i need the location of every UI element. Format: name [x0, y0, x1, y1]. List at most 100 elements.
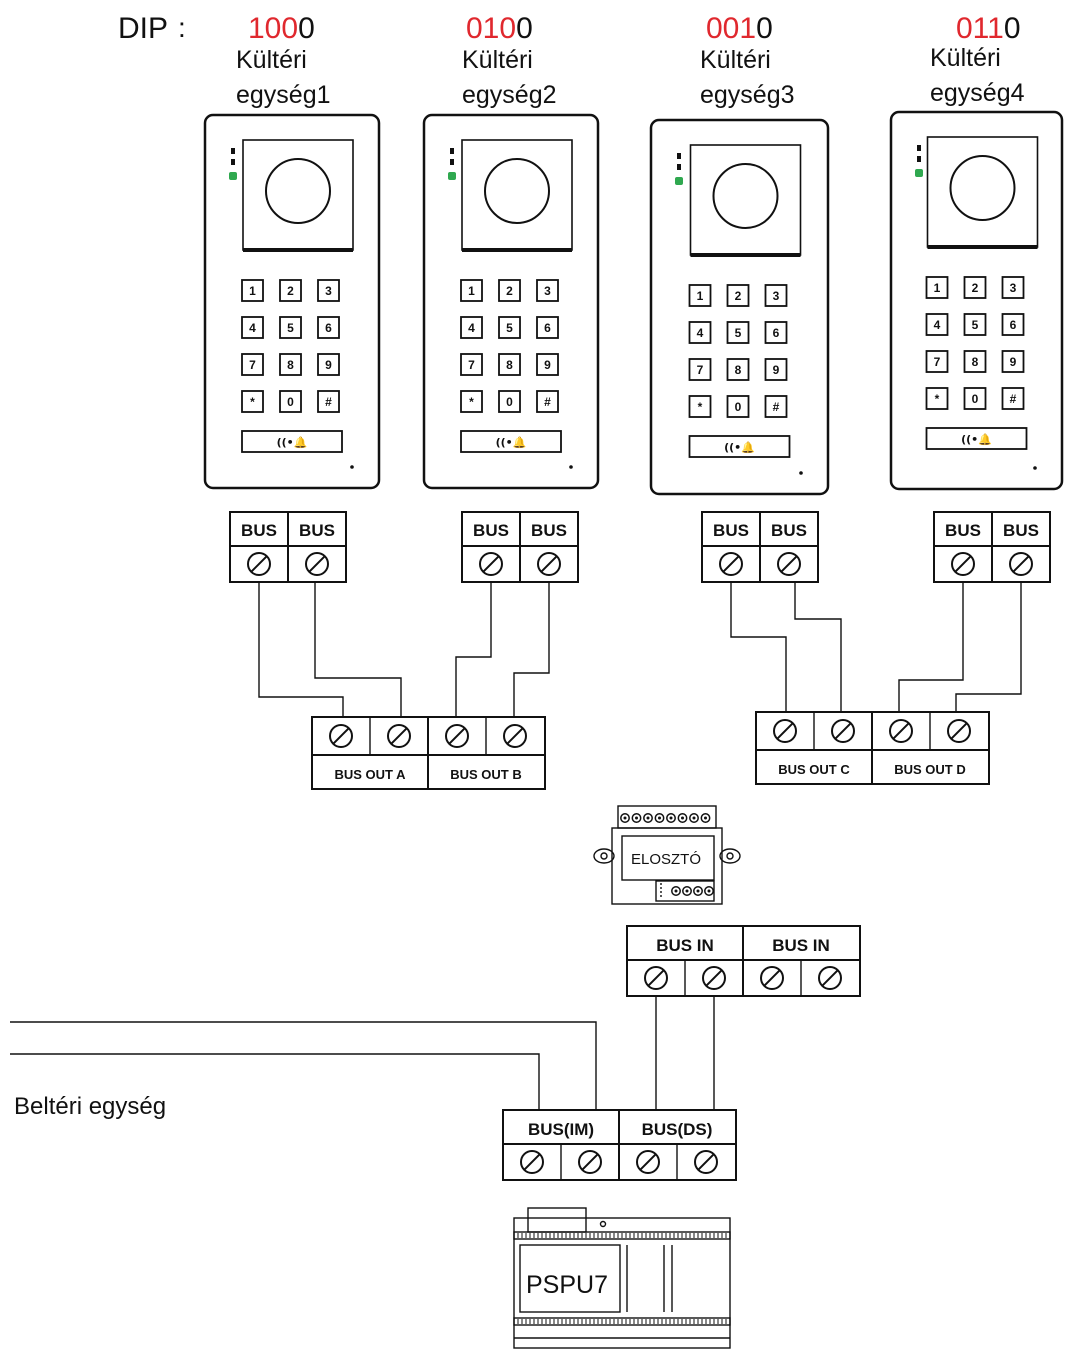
- microphone-icon: [350, 465, 354, 469]
- keypad-key-0: 0: [726, 395, 750, 418]
- screw-terminal-icon: [889, 719, 913, 743]
- keypad-key-9: 9: [764, 358, 788, 381]
- screw-terminal-icon: [644, 966, 668, 990]
- screw-terminal-icon: [387, 724, 411, 748]
- indicator-icon: [677, 153, 681, 159]
- keypad-key-2: 2: [963, 276, 987, 299]
- svg-text:#: #: [1010, 392, 1017, 406]
- screw-terminal-icon: [818, 966, 842, 990]
- keypad-key-#: #: [1001, 387, 1025, 410]
- keypad-key-*: *: [241, 390, 264, 413]
- keypad-key-0: 0: [498, 390, 521, 413]
- keypad-key-#: #: [317, 390, 340, 413]
- screw-terminal-icon: [951, 552, 975, 576]
- svg-text:9: 9: [544, 358, 551, 372]
- bus-ds-label: BUS(DS): [642, 1120, 713, 1139]
- screw-terminal-icon: [537, 552, 561, 576]
- svg-text:0: 0: [735, 400, 742, 414]
- keypad-key-7: 7: [241, 353, 264, 376]
- keypad-key-6: 6: [536, 316, 559, 339]
- keypad-key-4: 4: [925, 313, 949, 336]
- keypad-key-3: 3: [764, 284, 788, 307]
- keypad-key-4: 4: [688, 321, 712, 344]
- dip-code-unit2: 0100: [466, 12, 533, 45]
- svg-text:0: 0: [972, 392, 979, 406]
- svg-text:4: 4: [697, 326, 704, 340]
- keypad-key-4: 4: [241, 316, 264, 339]
- svg-text:3: 3: [325, 284, 332, 298]
- call-button: ((•🔔: [925, 427, 1028, 450]
- led-unlock-icon: [915, 169, 923, 177]
- svg-text:4: 4: [934, 318, 941, 332]
- camera-lens-icon: [265, 158, 331, 224]
- unit1-label-line1: Kültéri: [236, 46, 307, 74]
- bus-out-c-label: BUS OUT C: [778, 762, 850, 777]
- svg-text:3: 3: [544, 284, 551, 298]
- svg-text:1: 1: [934, 281, 941, 295]
- indicator-icon: [917, 145, 921, 151]
- keypad-key-6: 6: [1001, 313, 1025, 336]
- bus-terminal-label: BUS: [531, 521, 567, 540]
- wire-indoor-a: [10, 1021, 597, 1110]
- svg-text:0: 0: [287, 395, 294, 409]
- bus-in-block: BUS IN BUS IN: [626, 925, 861, 997]
- keypad-key-1: 1: [460, 279, 483, 302]
- indicator-icon: [917, 156, 921, 162]
- bus-out-a-label: BUS OUT A: [334, 767, 406, 782]
- keypad-key-4: 4: [460, 316, 483, 339]
- svg-text:7: 7: [249, 358, 256, 372]
- screw-terminal-icon: [520, 1150, 544, 1174]
- svg-text:9: 9: [325, 358, 332, 372]
- keypad-key-7: 7: [925, 350, 949, 373]
- unit2-header: 0100 Kültéri egység2: [462, 12, 557, 109]
- indicator-icon: [231, 148, 235, 154]
- svg-text:0: 0: [506, 395, 513, 409]
- keypad-key-#: #: [764, 395, 788, 418]
- distributor-label: ELOSZTÓ: [631, 851, 701, 868]
- svg-text:*: *: [698, 400, 703, 414]
- svg-text:1: 1: [249, 284, 256, 298]
- indicator-icon: [231, 159, 235, 165]
- screw-terminal-icon: [636, 1150, 660, 1174]
- screw-terminal-icon: [773, 719, 797, 743]
- screw-terminal-icon: [947, 719, 971, 743]
- keypad-key-0: 0: [279, 390, 302, 413]
- svg-text:6: 6: [1010, 318, 1017, 332]
- keypad-key-*: *: [688, 395, 712, 418]
- indicator-icon: [677, 164, 681, 170]
- svg-text:2: 2: [972, 281, 979, 295]
- wire-unit1-a: [258, 582, 344, 717]
- svg-text:2: 2: [287, 284, 294, 298]
- bus-terminal-label: BUS: [945, 521, 981, 540]
- led-unlock-icon: [229, 172, 237, 180]
- keypad-key-5: 5: [498, 316, 521, 339]
- keypad-key-8: 8: [279, 353, 302, 376]
- screw-terminal-icon: [702, 966, 726, 990]
- svg-text:5: 5: [287, 321, 294, 335]
- keypad-key-3: 3: [536, 279, 559, 302]
- bus-out-block-cd: BUS OUT C BUS OUT D: [755, 711, 990, 785]
- svg-text:5: 5: [506, 321, 513, 335]
- bus-terminal-label: BUS: [473, 521, 509, 540]
- wires: [10, 582, 1022, 1110]
- keypad-key-8: 8: [498, 353, 521, 376]
- bus-out-b-label: BUS OUT B: [450, 767, 522, 782]
- bell-icon: ((•🔔: [496, 436, 527, 449]
- svg-text:*: *: [935, 392, 940, 406]
- keypad-key-9: 9: [1001, 350, 1025, 373]
- camera-lens-icon: [949, 155, 1016, 221]
- svg-text:5: 5: [972, 318, 979, 332]
- wire-unit3-b: [794, 582, 842, 712]
- dip-code-unit4: 0110: [956, 12, 1021, 45]
- screw-terminal-icon: [503, 724, 527, 748]
- pspu7-device: PSPU7: [513, 1207, 731, 1349]
- svg-text:3: 3: [1010, 281, 1017, 295]
- dip-code-unit3: 0010: [706, 12, 773, 45]
- bus-terminal-label: BUS: [771, 521, 807, 540]
